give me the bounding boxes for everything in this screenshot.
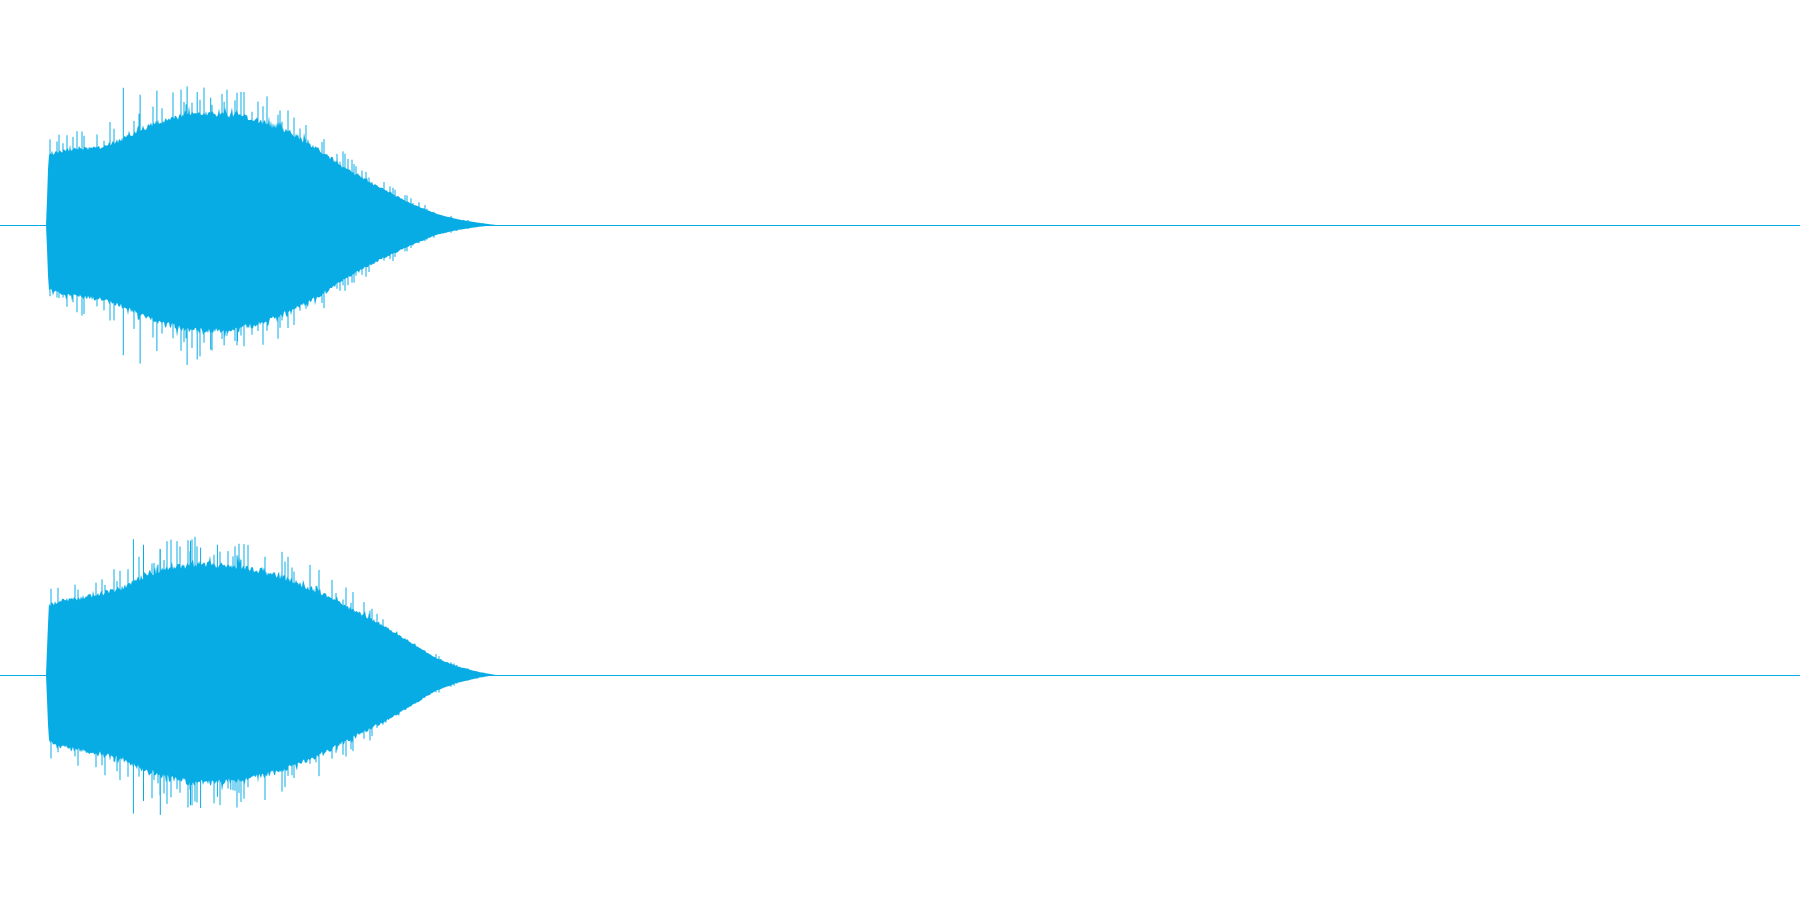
waveform-left-spikes (49, 86, 495, 365)
waveform-right-body (46, 555, 588, 792)
channel-left (0, 86, 1800, 365)
channel-right (0, 536, 1800, 815)
waveform-left-body (46, 106, 588, 338)
waveform-right-spikes (50, 536, 492, 815)
